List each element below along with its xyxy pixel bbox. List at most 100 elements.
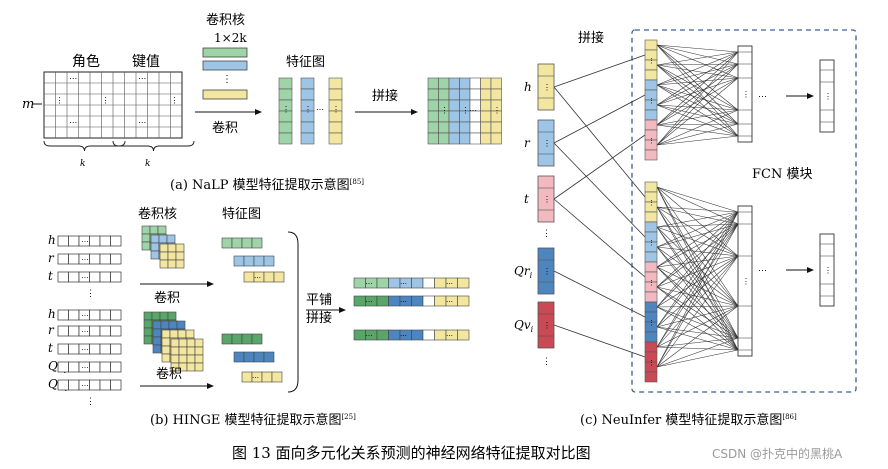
arrow-conv-b-bot-head	[207, 383, 214, 389]
fmap-cell-b	[263, 351, 275, 363]
concat-cell-c	[644, 149, 658, 161]
link-fc-c	[656, 255, 739, 348]
kernel-cell-b	[152, 336, 162, 346]
bracket-b	[287, 231, 299, 393]
fmap-cell-b	[251, 237, 263, 249]
concat-vdots: ⋮	[493, 106, 501, 115]
link-fc-c	[656, 104, 739, 125]
fmap-cell-b	[263, 271, 275, 283]
kernel-cell-b	[143, 335, 153, 345]
kernel-cell-b	[152, 328, 162, 338]
matrix-dots: ⋯	[69, 74, 77, 83]
fmap-cell-b	[261, 371, 273, 383]
concat-vdots: ⋮	[441, 106, 449, 115]
kernel-cell-b	[175, 251, 185, 261]
featuremap-cell	[328, 132, 343, 145]
kernel-yellow	[202, 89, 248, 100]
row-cell-b	[68, 253, 80, 265]
row-cell-b	[68, 325, 80, 337]
label-kernel-size: 1×2k	[214, 31, 247, 45]
link-fc-c	[656, 326, 739, 351]
input-rect-c	[537, 175, 555, 223]
link-fc-c	[656, 266, 739, 339]
featuremap-cell	[328, 88, 343, 101]
kernel-cell-b	[150, 250, 160, 260]
concat-cell	[438, 88, 450, 101]
link-fc-c	[656, 305, 739, 368]
flat-dots-b: ⋯	[366, 298, 373, 306]
flat-cell-b	[422, 295, 435, 307]
link-fc-c	[656, 211, 739, 348]
input-block-c: ⋮Qvi	[514, 301, 555, 349]
hidden-dots-c: ⋯	[758, 266, 767, 276]
kernel-cell-b	[167, 251, 177, 261]
concat-cell	[490, 121, 502, 134]
label-k1: k	[80, 159, 85, 169]
link-fc-c	[656, 109, 739, 126]
connections-c	[553, 44, 739, 368]
row-cell-b	[99, 235, 111, 247]
flat-dots-b: ⋯	[446, 280, 453, 288]
input-label-sub: i	[530, 271, 533, 280]
flat-cell-b	[353, 295, 366, 307]
link-fc-c	[656, 77, 739, 126]
kernel-cell-b	[160, 320, 170, 330]
concat-cell	[459, 77, 471, 90]
link-fc-c	[656, 206, 739, 307]
link-fc-c	[656, 104, 739, 137]
kernel-cell-b	[143, 327, 153, 337]
link-fc-c	[656, 255, 739, 308]
arrow-concat-a-head	[411, 109, 418, 115]
row-cell-b	[57, 253, 69, 265]
label-flatten-b: 平铺	[306, 293, 332, 308]
inputs-vdots-c: ⋮	[542, 229, 551, 239]
flat-cell-b	[388, 295, 401, 307]
fcn-dashed-box	[631, 29, 857, 393]
kernel-cell-b	[167, 259, 177, 269]
figure-caption: 图 13 面向多元化关系预测的神经网络特征提取对比图	[232, 444, 591, 462]
concat-cell-c	[644, 301, 658, 313]
input-block-c: ⋮h	[524, 63, 555, 111]
row-cell-b	[99, 379, 111, 391]
caption-c: (c) NeuInfer 模型特征提取示意图[86]	[580, 412, 797, 428]
concat-cell	[448, 99, 460, 112]
kernel-cell-b	[176, 320, 186, 330]
flat-cell-b	[434, 277, 447, 289]
row-cell-b	[99, 271, 111, 283]
concat-cell-c	[644, 371, 658, 383]
arrow-fc-c-head	[807, 267, 814, 273]
row-cell-b	[57, 309, 69, 321]
row-cell-b	[110, 325, 122, 337]
kernel-cell-b	[194, 346, 204, 356]
link-fc-c	[656, 223, 739, 288]
link-in-c	[553, 86, 646, 198]
fmap-cell-b	[233, 255, 245, 267]
link-fc-c	[656, 349, 739, 368]
flat-cell-b	[457, 329, 470, 341]
kernel-cell-b	[159, 251, 169, 261]
kernel-cell-b	[161, 329, 171, 339]
input-rows-b: h⋯r⋯t⋯⋮h⋯r⋯t⋯Qri⋯Qvi⋯⋮	[48, 233, 122, 407]
link-fc-c	[656, 77, 739, 86]
kernel-cell-b	[170, 338, 180, 348]
label-conv-a: 卷积	[212, 120, 238, 136]
concat-cell-c	[644, 331, 658, 343]
hidden-layer-c	[737, 205, 753, 357]
kernel-cell-b	[158, 234, 168, 244]
concat-vdots-c: ⋮	[648, 97, 655, 105]
row-cell-b	[110, 361, 122, 373]
concat-cell	[448, 110, 460, 123]
row-cell-b	[68, 379, 80, 391]
kernel-cell-b	[170, 354, 180, 364]
input-rect-c	[537, 247, 555, 295]
fmap-cell-b	[241, 333, 253, 345]
kernel-cell-b	[152, 344, 162, 354]
link-fc-c	[656, 135, 739, 146]
link-in-c	[553, 198, 646, 278]
hidden-vdots-c: ⋮	[742, 90, 750, 99]
link-fc-c	[656, 255, 739, 288]
kernel-cell-b	[170, 346, 180, 356]
link-fc-c	[656, 124, 739, 137]
row-cell-b	[110, 271, 122, 283]
featuremaps-b: ⋯⋯	[221, 237, 285, 383]
